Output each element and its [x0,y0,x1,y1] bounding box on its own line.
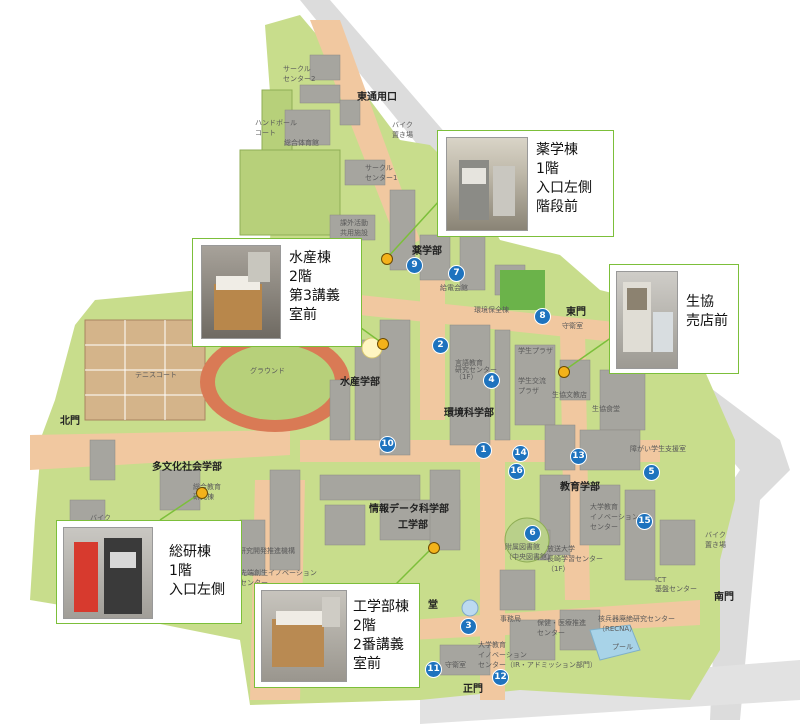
label-disability: 障がい学生支援室 [630,445,686,453]
label-joint-research: 共同研究開発推進機構 [225,547,295,555]
callout-coop-text: 生協 売店前 [686,294,728,329]
label-tennis: テニスコート [135,371,177,379]
label-lang-center: 言語教育 研究センター （1F） [455,359,497,381]
callout-fisheries-text: 水産棟 2階 第3講義 室前 [289,250,340,323]
marker-13-icon[interactable]: 13 [570,448,587,465]
marker-10-icon[interactable]: 10 [379,436,396,453]
label-circle1: サークル センター1 [365,164,398,182]
marker-11-icon[interactable]: 11 [425,661,442,678]
label-edu-innovation: 大学教育 イノベーション センター [590,503,639,531]
label-coop-bunkyo: 生協文教店 [552,391,587,399]
callout-fisheries: 水産棟 2階 第3講義 室前 [192,238,362,347]
label-extracurricular: 課外活動 共用施設 [340,219,368,237]
callout-soken-text: 総研棟 1階 入口左側 [169,544,225,598]
pool [589,624,641,661]
gate-south: 南門 [714,592,734,603]
box-icon [459,160,515,220]
fountain [461,599,479,617]
sports-field [239,149,341,236]
box-icon [623,282,673,352]
garden [500,270,545,310]
marker-7-icon[interactable]: 7 [448,265,465,282]
label-gym: 総合体育館 [284,139,319,147]
label-bike-north: バイク 置き場 [392,121,413,139]
label-bike-east: バイク 置き場 [705,531,726,549]
marker-9-icon[interactable]: 9 [406,257,423,274]
callout-soken: 総研棟 1階 入口左側 [56,520,242,624]
label-office: 事務局 [500,615,521,623]
tennis-lines [85,320,205,420]
label-coop-cafeteria: 生協食堂 [592,405,620,413]
location-dot-pharmacy-icon[interactable] [381,253,393,265]
photo-soken [63,527,153,619]
gate-north: 北門 [60,416,80,427]
marker-1-icon[interactable]: 1 [475,442,492,459]
marker-15-icon[interactable]: 15 [636,513,653,530]
hall-label: 堂 [428,600,438,611]
faculty-data-science: 情報データ科学部 [369,504,449,515]
marker-6-icon[interactable]: 6 [524,525,541,542]
photo-fisheries [201,245,281,339]
label-kyuden: 給電会館 [440,284,468,292]
marker-5-icon[interactable]: 5 [643,464,660,481]
marker-16-icon[interactable]: 16 [508,463,525,480]
track-field [215,344,335,420]
marker-3-icon[interactable]: 3 [460,618,477,635]
marker-12-icon[interactable]: 12 [492,669,509,686]
callout-pharmacy: 薬学棟 1階 入口左側 階段前 [437,130,614,237]
label-ict: ICT 基盤センター [655,576,697,593]
label-circle2: サークル センター2 [283,65,316,83]
faculty-fisheries: 水産学部 [340,377,380,388]
marker-8-icon[interactable]: 8 [534,308,551,325]
label-ground: グラウンド [250,367,285,375]
box-icon [74,538,142,614]
callout-engineering-text: 工学部棟 2階 2番講義 室前 [353,599,409,672]
gate-east: 東門 [566,307,586,318]
location-dot-fisheries-icon[interactable] [377,338,389,350]
label-library: 附属図書館 （中央図書館） [505,543,554,561]
label-guard-east: 守衛室 [562,322,583,330]
callout-coop: 生協 売店前 [609,264,739,374]
photo-pharmacy [446,137,528,231]
photo-coop [616,271,678,369]
label-guard-main: 守衛室 [445,661,466,669]
marker-4-icon[interactable]: 4 [483,372,500,389]
callout-pointers [159,199,616,586]
box-icon [214,252,270,330]
callout-pharmacy-text: 薬学棟 1階 入口左側 階段前 [536,142,592,215]
label-env-preservation: 環境保全棟 [474,306,509,314]
label-bike-sw: バイク [90,514,111,522]
photo-engineering [261,590,347,682]
callout-engineering: 工学部棟 2階 2番講義 室前 [254,583,420,688]
label-pool: プール [612,643,633,651]
label-student-exchange: 学生交流 プラザ [518,377,546,395]
faculty-engineering: 工学部 [398,520,428,531]
label-health: 保健・医療推進 センター [537,619,586,637]
faculty-multicultural: 多文化社会学部 [152,462,222,473]
label-recna: 核兵器廃絶研究センター （RECNA） [598,615,675,633]
label-housou: 放送大学 長崎学習センター （1F） [547,545,603,573]
label-handball: ハンドボール コート [255,119,297,137]
gate-main: 正門 [463,684,483,695]
location-dot-engineering-icon[interactable] [428,542,440,554]
location-dot-coop-icon[interactable] [558,366,570,378]
faculty-education: 教育学部 [560,482,600,493]
location-dot-soken-icon[interactable] [196,487,208,499]
label-edu-admission: 大学教育 イノベーション センター（IR・アドミッション部門） [478,641,597,669]
gate-east-main: 東通用口 [357,92,397,103]
faculty-pharmacy: 薬学部 [412,246,442,257]
marker-14-icon[interactable]: 14 [512,445,529,462]
marker-2-icon[interactable]: 2 [432,337,449,354]
label-student-plaza: 学生プラザ [518,347,553,355]
box-icon [272,597,340,667]
faculty-environment: 環境科学部 [444,408,494,419]
